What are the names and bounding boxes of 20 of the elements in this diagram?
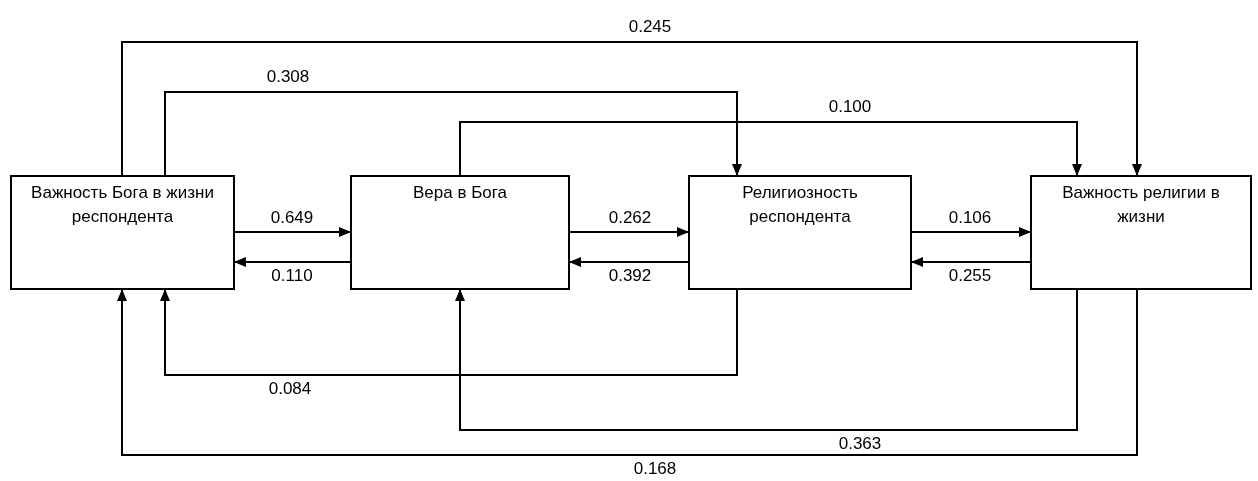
arrow [234,227,351,237]
arrow [164,91,742,176]
box-text: Религиозность респондента [741,182,859,228]
process-box [10,175,235,290]
box-text: Важность религии в жизни [1061,182,1221,228]
process-box [688,175,912,290]
arrow [459,121,1082,176]
arrow [121,41,1142,176]
process-box [1030,175,1252,290]
arrow [911,227,1031,237]
box-text: Важность Бога в жизни респондента [30,182,215,228]
box-text: Вера в Бога [412,182,508,204]
arrow [160,289,738,376]
arrow [569,227,689,237]
arrow [911,257,1031,267]
process-box [350,175,570,290]
arrow [117,289,1138,456]
arrow [569,257,689,267]
arrow [455,289,1078,431]
arrow [234,257,351,267]
